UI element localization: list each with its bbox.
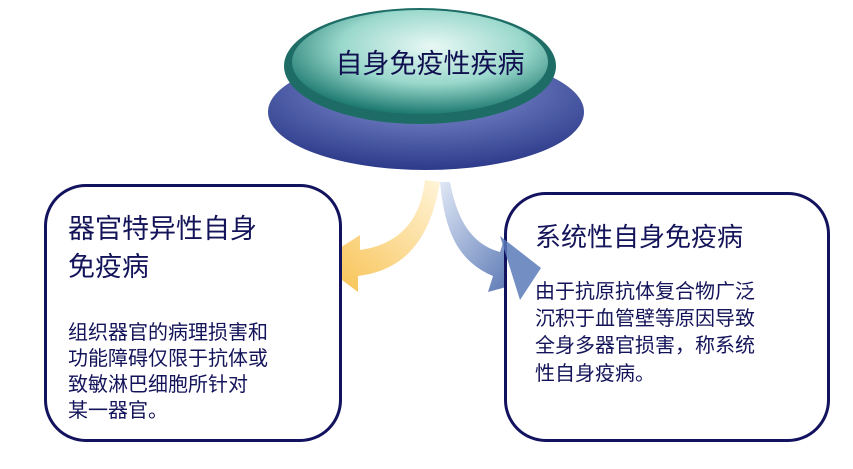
organ-specific-desc-1: 组织器官的病理损害和 (68, 320, 268, 344)
systemic-desc-1: 由于抗原抗体复合物广泛 (535, 279, 755, 303)
arrow-left-icon (318, 180, 440, 292)
organ-specific-title-2: 免疫病 (68, 252, 149, 283)
organ-specific-desc-2: 功能障碍仅限于抗体或 (68, 346, 268, 370)
organ-specific-desc-4: 某一器官。 (68, 398, 168, 422)
organ-specific-title-1: 器官特异性自身 (68, 214, 257, 245)
center-title: 自身免疫性疾病 (335, 49, 525, 80)
systemic-title: 系统性自身免疫病 (535, 223, 744, 253)
systemic-box (504, 192, 830, 442)
organ-specific-desc-3: 致敏淋巴细胞所针对 (68, 372, 248, 396)
systemic-desc-3: 全身多器官损害，称系统 (535, 333, 755, 357)
systemic-desc-2: 沉积于血管壁等原因导致 (535, 306, 755, 330)
center-disc (268, 8, 584, 170)
organ-specific-box (44, 184, 342, 442)
systemic-desc-4: 性自身疫病。 (535, 361, 655, 385)
